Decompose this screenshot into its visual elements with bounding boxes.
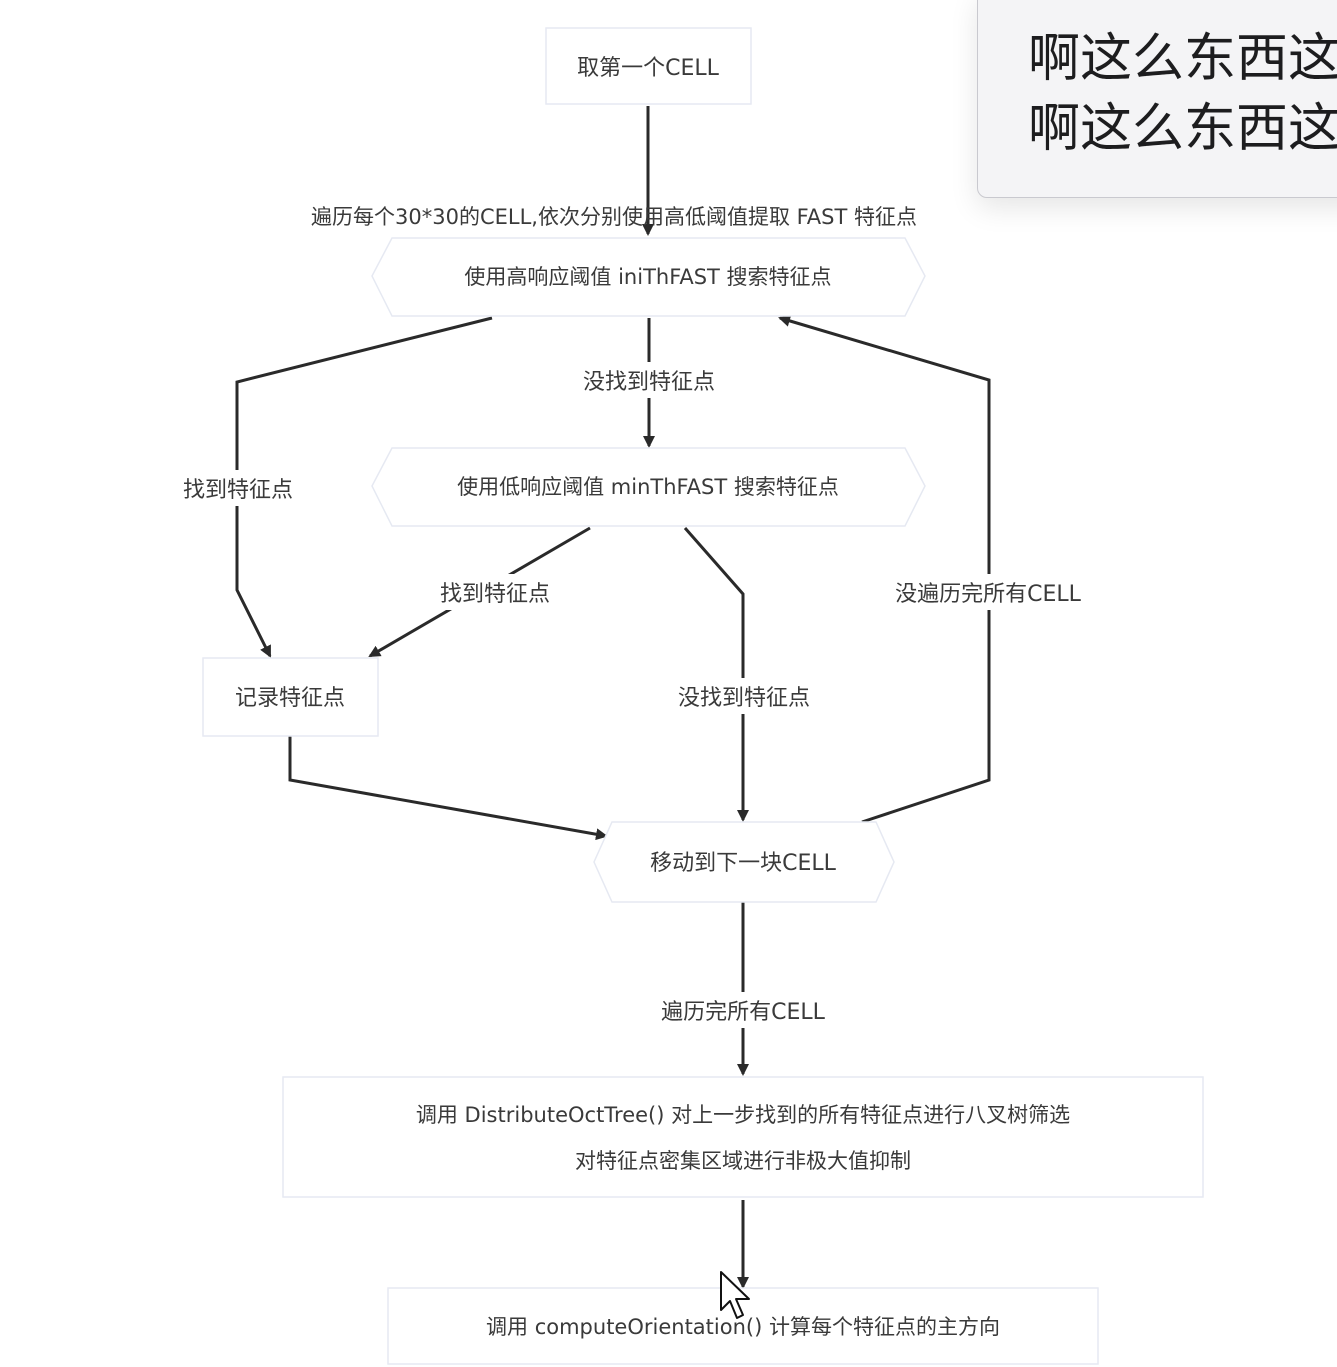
edge-label-bg: [640, 992, 846, 1028]
node-move: 移动到下一块CELL: [593, 821, 895, 903]
edge-label-high-found: 找到特征点: [183, 478, 293, 503]
node-octree: 调用 DistributeOctTree() 对上一步找到的所有特征点进行八叉树…: [282, 1076, 1204, 1198]
edge-label-high-not-found: 没找到特征点: [583, 370, 715, 395]
node-octree-box: [282, 1076, 1204, 1198]
edge-label-bg: [560, 362, 738, 398]
node-record: 记录特征点: [202, 657, 379, 737]
node-octree-label-line2: 对特征点密集区域进行非极大值抑制: [575, 1149, 911, 1173]
edge-record-to-move: [288, 736, 608, 841]
node-high-box: [371, 237, 926, 317]
node-low: 使用低响应阈值 minThFAST 搜索特征点: [371, 447, 926, 527]
node-record-label: 记录特征点: [235, 686, 345, 711]
edge-label-low-not-found: 没找到特征点: [678, 686, 810, 711]
edge-low-to-move: [683, 527, 749, 822]
node-octree-label-line1: 调用 DistributeOctTree() 对上一步找到的所有特征点进行八叉树…: [416, 1103, 1070, 1127]
edge-label-bg: [422, 574, 568, 610]
node-move-box: [593, 821, 895, 903]
node-low-label: 使用低响应阈值 minThFAST 搜索特征点: [457, 475, 839, 499]
edge-label-bg: [870, 574, 1106, 610]
edge-label-bg: [655, 678, 833, 714]
popup-text-line2: 啊这么东西这: [1028, 99, 1337, 159]
node-orient-box: [387, 1287, 1099, 1365]
node-start-box: [545, 27, 752, 105]
node-start: 取第一个CELL: [545, 27, 752, 105]
node-orient: 调用 computeOrientation() 计算每个特征点的主方向: [387, 1287, 1099, 1365]
edge-label-bg: [165, 470, 311, 506]
node-start-label: 取第一个CELL: [577, 56, 720, 81]
mouse-pointer-icon: [720, 1271, 750, 1319]
node-move-label: 移动到下一块CELL: [650, 851, 837, 876]
node-low-box: [371, 447, 926, 527]
edge-labels: 遍历每个30*30的CELL,依次分别使用高低阈值提取 FAST 特征点 没找到…: [165, 205, 1106, 1028]
node-high-label: 使用高响应阈值 iniThFAST 搜索特征点: [464, 265, 831, 289]
node-orient-label: 调用 computeOrientation() 计算每个特征点的主方向: [486, 1315, 1000, 1339]
edge-label-traverse: 遍历每个30*30的CELL,依次分别使用高低阈值提取 FAST 特征点: [311, 205, 917, 229]
edge-label-low-found: 找到特征点: [440, 582, 550, 607]
popup-panel: 啊这么东西这 啊这么东西这: [977, 0, 1337, 198]
node-record-box: [202, 657, 379, 737]
edge-move-to-high-loop: [778, 315, 991, 824]
popup-text-line1: 啊这么东西这: [1028, 29, 1337, 89]
edge-label-not-all-traversed: 没遍历完所有CELL: [895, 582, 1082, 607]
node-high: 使用高响应阈值 iniThFAST 搜索特征点: [371, 237, 926, 317]
edge-label-all-traversed: 遍历完所有CELL: [661, 1000, 826, 1025]
